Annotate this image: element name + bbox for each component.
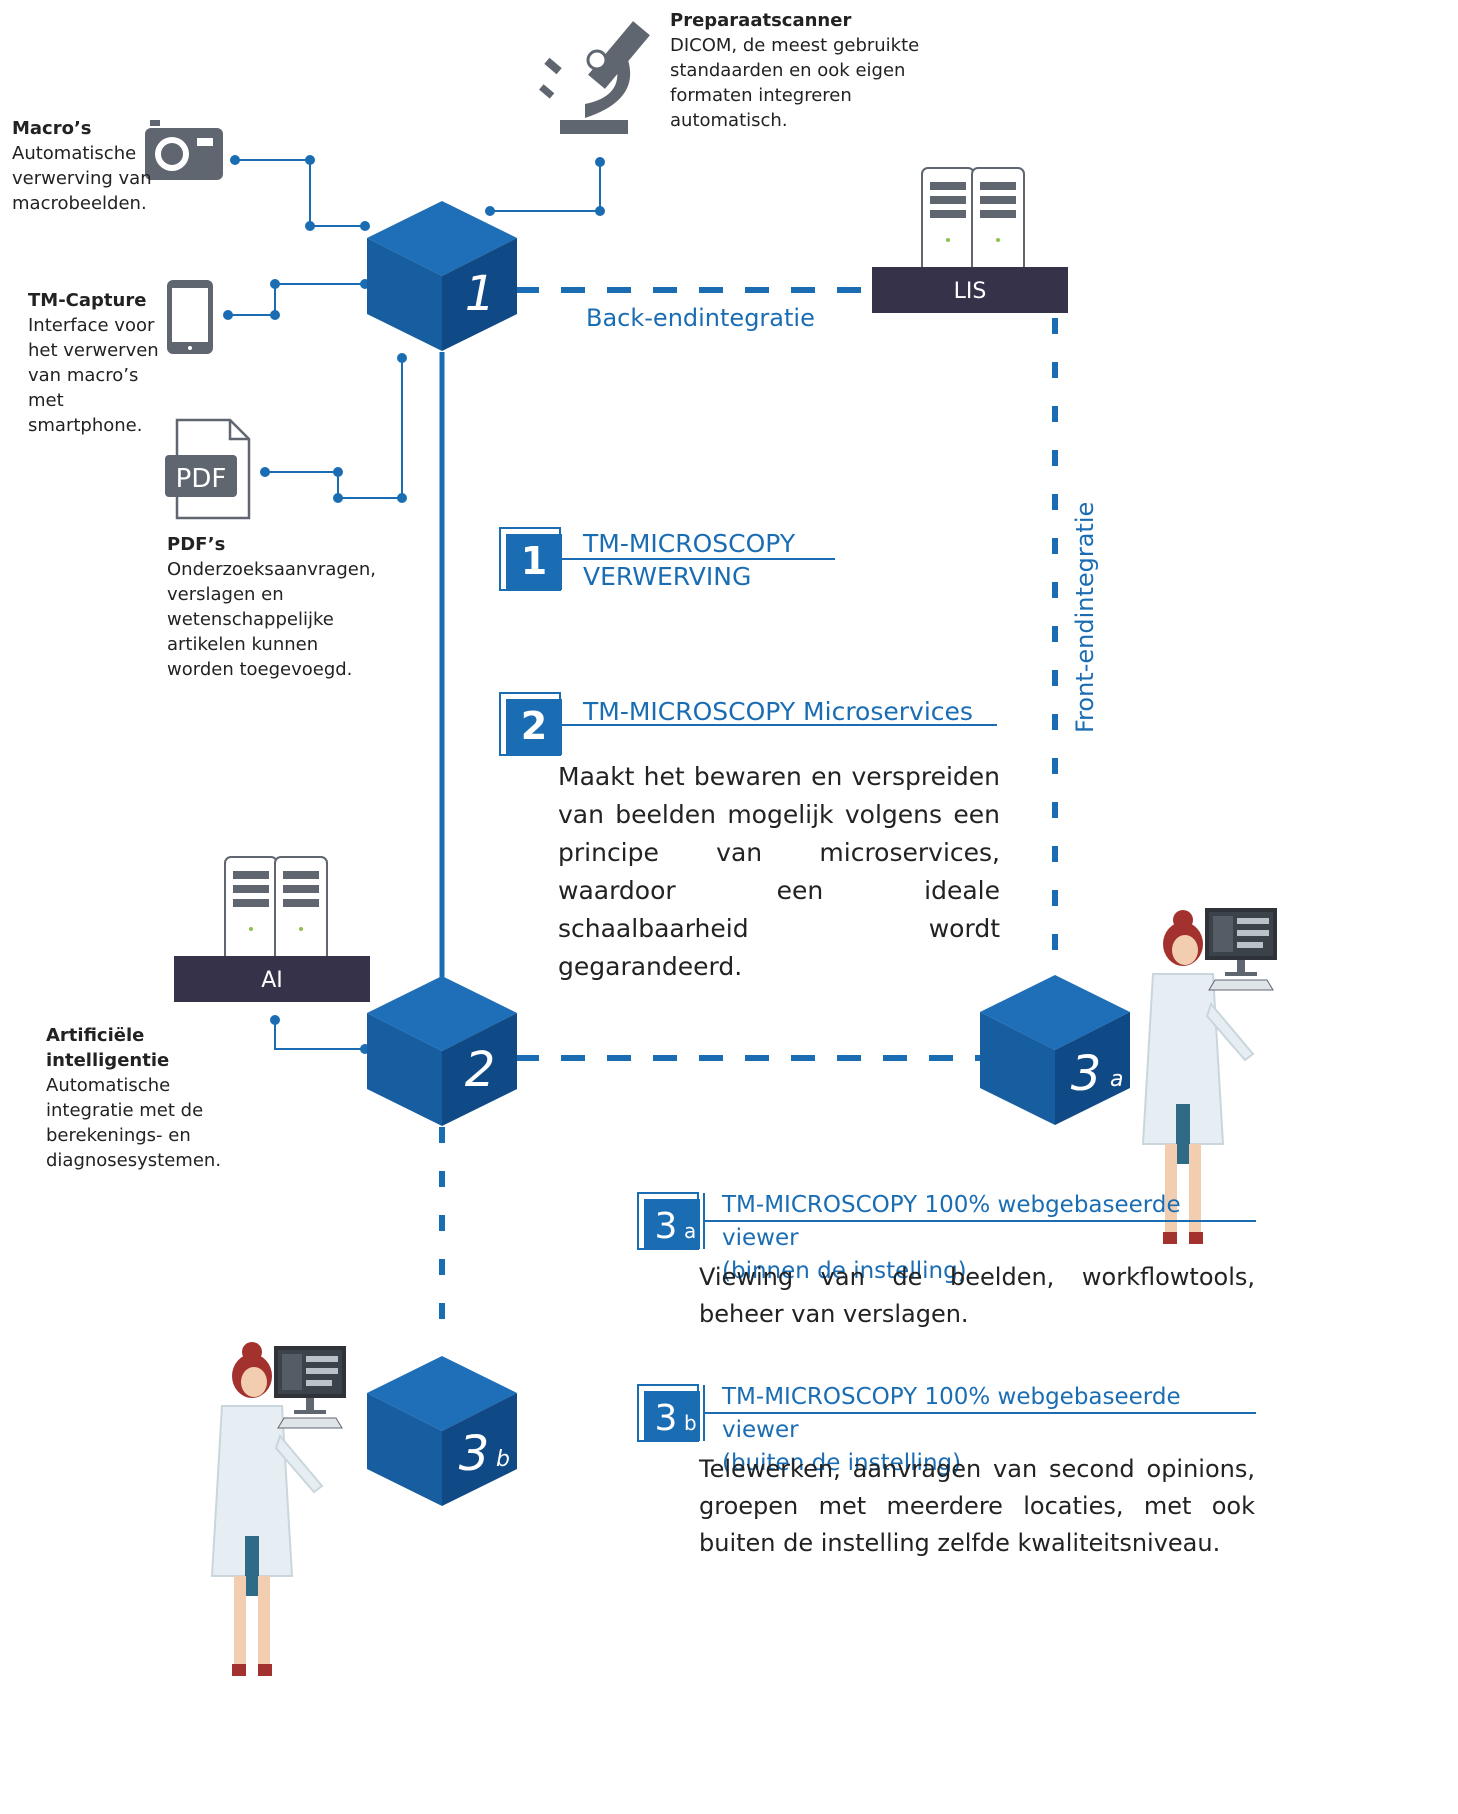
ai-block: Artificiële intelligentie Automatische i…: [46, 1023, 256, 1173]
cube-1-number: 1: [465, 266, 496, 322]
macro-title: Macro’s: [12, 118, 92, 139]
badge-3a-sub: a: [684, 1219, 696, 1243]
scanner-body: DICOM, de meest gebruikte standaarden en…: [670, 35, 920, 131]
cube-2-number: 2: [465, 1042, 496, 1098]
capture-body: Interface voor het verwerven van macro’s…: [28, 315, 159, 436]
cube-3b-sub: b: [496, 1447, 510, 1472]
section-3a-line1: TM-MICROSCOPY 100% webgebaseerde viewer: [722, 1192, 1181, 1251]
section-1-line2: VERWERVING: [583, 562, 752, 591]
section-3b-title: TM-MICROSCOPY 100% webgebaseerde viewer …: [722, 1381, 1262, 1480]
camera-icon: [145, 120, 223, 180]
badge-3b-sub: b: [684, 1411, 697, 1435]
backend-label: Back-endintegratie: [586, 304, 815, 332]
ai-body: Automatische integratie met de berekenin…: [46, 1075, 222, 1171]
cube-3a: [980, 975, 1130, 1125]
pdf-icon-label: PDF: [176, 464, 227, 494]
badge-1: [499, 527, 835, 591]
lis-server-icon: [921, 167, 1025, 273]
badge-3a: [637, 1192, 1256, 1250]
section-2-title: TM-MICROSCOPY Microservices: [583, 697, 973, 726]
capture-block: TM-Capture Interface voor het verwerven …: [28, 288, 178, 438]
capture-title: TM-Capture: [28, 290, 147, 311]
cube-3a-sub: a: [1110, 1067, 1123, 1092]
badge-2-number: 2: [521, 704, 547, 748]
lis-label: LIS: [954, 279, 987, 304]
macro-block: Macro’s Automatische verwerving van macr…: [12, 116, 192, 216]
section-1-title: TM-MICROSCOPY VERWERVING: [583, 527, 843, 593]
ai-server-icon: [224, 856, 328, 962]
frontend-label: Front-endintegratie: [1071, 502, 1099, 733]
pdf-block: PDF’s Onderzoeksaanvragen, verslagen en …: [167, 532, 376, 682]
macro-body: Automatische verwerving van macrobeelden…: [12, 143, 152, 214]
lis-bar: [872, 267, 1068, 313]
badge-2: [499, 692, 997, 756]
cube-3b: [367, 1356, 517, 1506]
section-3a-title: TM-MICROSCOPY 100% webgebaseerde viewer …: [722, 1189, 1262, 1288]
section-3a-line2: (binnen de instelling): [722, 1258, 967, 1284]
microscope-icon: [539, 21, 650, 134]
scanner-block: Preparaatscanner DICOM, de meest gebruik…: [670, 8, 930, 133]
section-3b-line2: (buiten de instelling): [722, 1450, 962, 1476]
section-2-body: Maakt het bewaren en verspreiden van bee…: [558, 762, 1000, 981]
badge-1-number: 1: [521, 539, 547, 583]
doctor-3b-illustration: [211, 1341, 347, 1677]
pdf-title: PDF’s: [167, 534, 226, 555]
section-3b-line1: TM-MICROSCOPY 100% webgebaseerde viewer: [722, 1384, 1181, 1443]
badge-3b: [637, 1384, 1256, 1442]
ai-label: AI: [261, 968, 283, 993]
badge-3a-number: 3: [655, 1206, 678, 1247]
scanner-title: Preparaatscanner: [670, 10, 852, 31]
ai-bar: [174, 956, 370, 1002]
ai-title: Artificiële intelligentie: [46, 1025, 170, 1071]
cube-3a-number: 3: [1071, 1046, 1102, 1102]
cube-3b-number: 3: [459, 1426, 490, 1482]
smartphone-icon: [167, 280, 213, 354]
badge-3b-number: 3: [655, 1398, 678, 1439]
section-3a-body: Viewing van de beelden, workflowtools, b…: [699, 1263, 1255, 1328]
pdf-file-icon: [165, 418, 251, 520]
section-3b-body: Telewerken, aanvragen van second opinion…: [699, 1455, 1255, 1557]
pdf-body: Onderzoeksaanvragen, verslagen en wetens…: [167, 559, 376, 680]
section-1-line1: TM-MICROSCOPY: [583, 529, 796, 558]
header-fragment: ivms: [10, 0, 174, 13]
